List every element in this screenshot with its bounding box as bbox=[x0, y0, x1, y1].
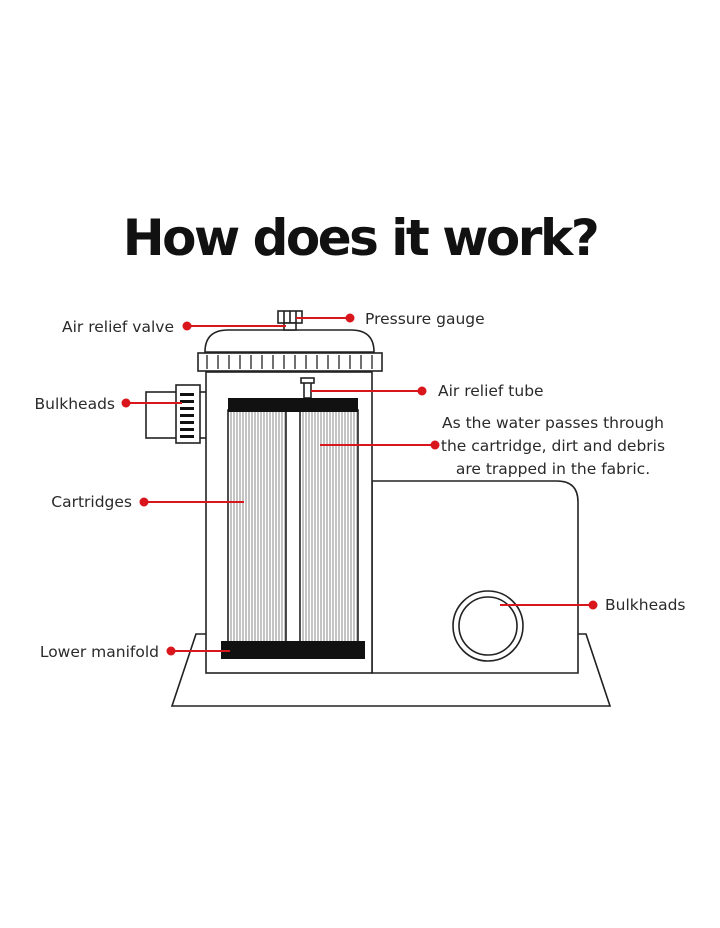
filter-lid bbox=[204, 329, 375, 353]
label-bulkheads-right: Bulkheads bbox=[605, 596, 686, 614]
cartridge-pleats bbox=[230, 412, 358, 641]
lid-ring bbox=[197, 352, 383, 372]
leader-cartridges bbox=[139, 497, 244, 507]
label-bulkheads-left: Bulkheads bbox=[34, 395, 115, 413]
motor-housing bbox=[371, 480, 579, 674]
page-title: How does it work? bbox=[122, 209, 600, 267]
outlet-ring-outer bbox=[452, 590, 524, 662]
label-pressure-gauge: Pressure gauge bbox=[365, 310, 485, 328]
leader-air-relief-tube bbox=[311, 386, 427, 396]
callout-leaders bbox=[121, 313, 598, 656]
leader-air-relief-valve bbox=[182, 321, 286, 331]
leader-pressure-gauge bbox=[296, 313, 355, 323]
description-line-1: As the water passes through bbox=[442, 414, 664, 432]
cartridge-top-cap bbox=[228, 398, 358, 412]
lower-manifold bbox=[221, 641, 365, 659]
leader-lower-manifold bbox=[166, 646, 230, 656]
pump-illustration bbox=[145, 310, 612, 707]
label-air-relief-tube: Air relief tube bbox=[438, 382, 544, 400]
label-air-relief-valve: Air relief valve bbox=[62, 318, 174, 336]
description-line-3: are trapped in the fabric. bbox=[456, 460, 650, 478]
description-line-2: the cartridge, dirt and debris bbox=[441, 437, 665, 455]
lid-ring-ridges bbox=[206, 355, 373, 369]
leader-bulkheads-left bbox=[121, 398, 182, 408]
leader-description bbox=[320, 440, 440, 450]
label-lower-manifold: Lower manifold bbox=[40, 643, 159, 661]
leader-bulkheads-right bbox=[500, 600, 598, 610]
outlet-ring-inner bbox=[458, 596, 518, 656]
left-bulkhead-grille bbox=[180, 393, 194, 438]
label-cartridges: Cartridges bbox=[51, 493, 132, 511]
